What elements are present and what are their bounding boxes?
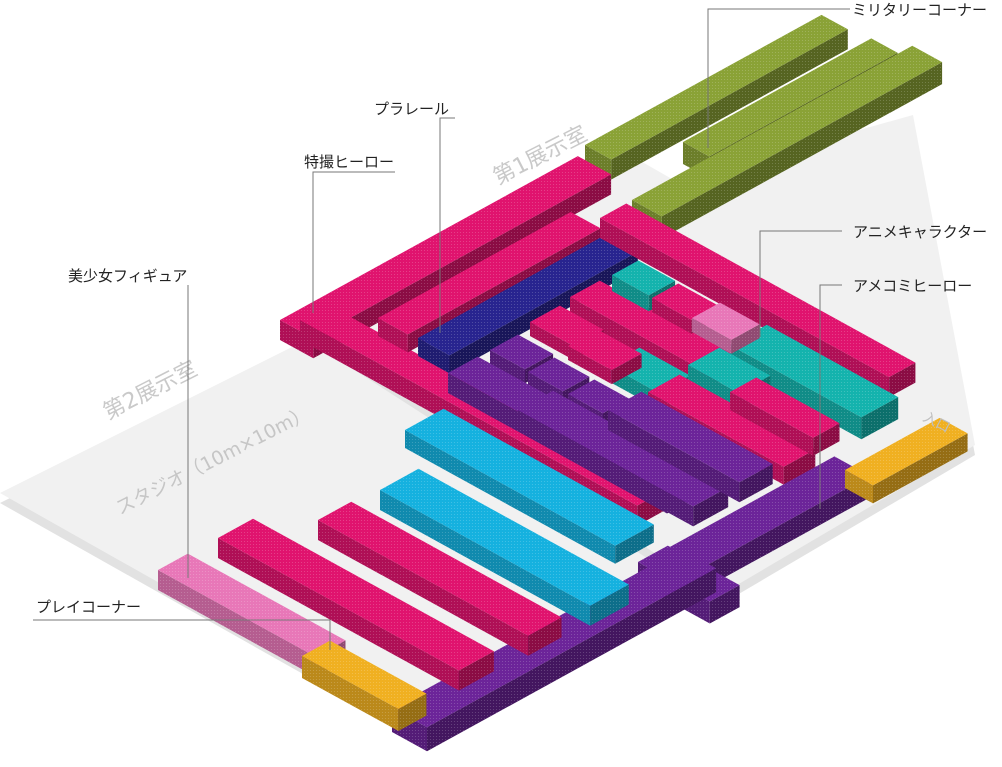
studio-bar-1 — [405, 408, 654, 564]
callout-play: プレイコーナー — [36, 598, 141, 616]
room2-pink-2 — [318, 501, 562, 656]
tokusatsu-L-long — [280, 156, 612, 359]
plarail-bar — [418, 234, 638, 374]
military-bar-3 — [632, 45, 943, 239]
small-pink-3 — [568, 329, 642, 385]
callout-military: ミリタリーコーナー — [852, 1, 987, 19]
small-light-pink — [692, 302, 760, 354]
callout-plarail: プラレール — [374, 100, 449, 118]
anime-2 — [730, 324, 899, 440]
callout-figure: 美少女フィギュア — [68, 267, 187, 285]
purple-long-3 — [608, 391, 773, 503]
callout-americomi: アメコミヒーロー — [853, 277, 972, 295]
callout-leaders — [33, 8, 850, 650]
purple-long-2 — [518, 390, 729, 527]
entrance-block — [845, 417, 968, 504]
play-block — [302, 640, 427, 731]
studio-bar-2 — [380, 468, 629, 626]
callout-tokusatsu: 特撮ヒーロー — [304, 153, 394, 171]
pink-mid-2 — [730, 377, 840, 456]
room2-pink-1 — [218, 518, 494, 691]
americomi-top — [668, 456, 870, 590]
right-pink-1 — [600, 203, 916, 398]
callout-anime: アニメキャラクター — [853, 223, 987, 241]
military-bar-1 — [585, 14, 848, 180]
